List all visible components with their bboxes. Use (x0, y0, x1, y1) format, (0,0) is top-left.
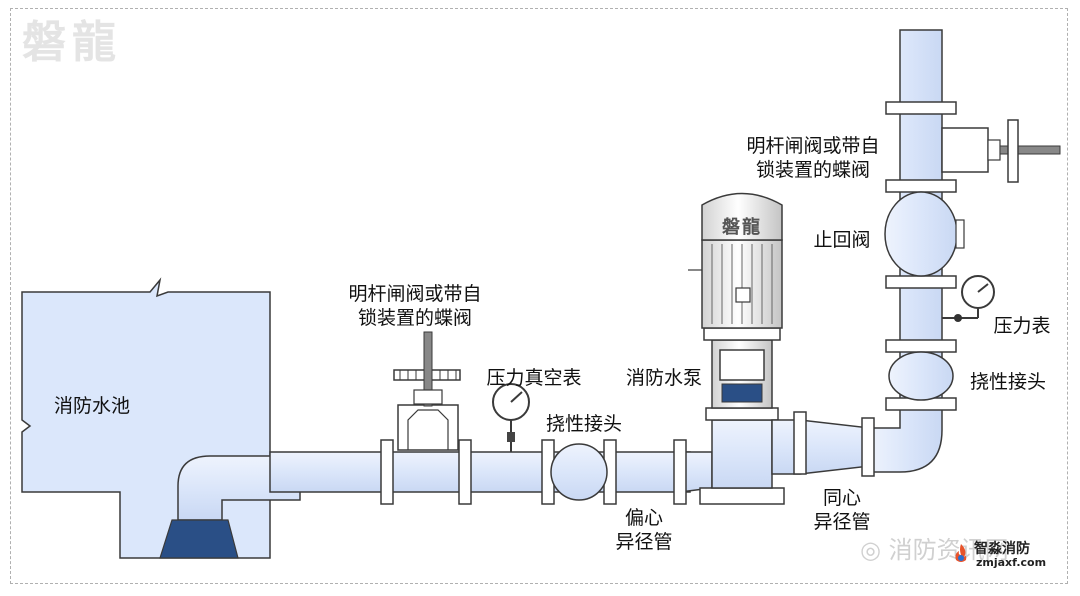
pressure-gauge-label: 压力表 (993, 315, 1051, 337)
right-valve-label-line2: 锁装置的蝶阀 (755, 159, 870, 181)
check-valve (884, 191, 965, 277)
pump-label: 消防水泵 (625, 367, 702, 389)
vacuum-gauge (492, 383, 530, 452)
concentric-reducer-label-line1: 同心 (822, 487, 861, 509)
discharge-flanges (793, 101, 957, 477)
right-gate-valve (941, 119, 1061, 183)
wechat-watermark: ◎ 消防资讯网 (860, 530, 1009, 565)
pool-label: 消防水池 (54, 395, 131, 417)
concentric-reducer-label-line2: 异径管 (813, 511, 871, 533)
suction-flanges (380, 439, 687, 505)
right-flexible-joint (888, 351, 954, 401)
check-valve-label: 止回阀 (813, 229, 871, 251)
fire-pump (688, 192, 785, 505)
left-flexible-joint (550, 443, 608, 501)
wechat-watermark-text: 消防资讯网 (888, 536, 1009, 564)
site-badge: 智淼消防 zmjaxf.com (950, 536, 1060, 576)
flame-icon (955, 544, 967, 562)
pressure-gauge (942, 275, 995, 322)
fire-water-pool (21, 277, 271, 559)
wechat-icon: ◎ (860, 536, 881, 564)
left-flex-joint-label: 挠性接头 (545, 413, 622, 435)
watermark-logo: 磐龍 (22, 17, 122, 68)
right-flex-joint-label: 挠性接头 (969, 371, 1046, 393)
left-valve-label-line1: 明杆闸阀或带自 (348, 283, 482, 305)
left-gate-valve (393, 331, 461, 451)
right-valve-label-line1: 明杆闸阀或带自 (746, 135, 880, 157)
eccentric-reducer-label-line2: 异径管 (615, 531, 673, 553)
badge-title: 智淼消防 (974, 541, 1030, 557)
vacuum-gauge-label: 压力真空表 (486, 367, 582, 389)
eccentric-reducer-label-line1: 偏心 (624, 507, 663, 529)
badge-url: zmjaxf.com (976, 556, 1047, 569)
suction-pipe (269, 451, 691, 493)
dashed-border (10, 8, 1068, 584)
left-valve-label-line2: 锁装置的蝶阀 (357, 307, 472, 329)
motor-brand: 磐龍 (722, 217, 762, 238)
